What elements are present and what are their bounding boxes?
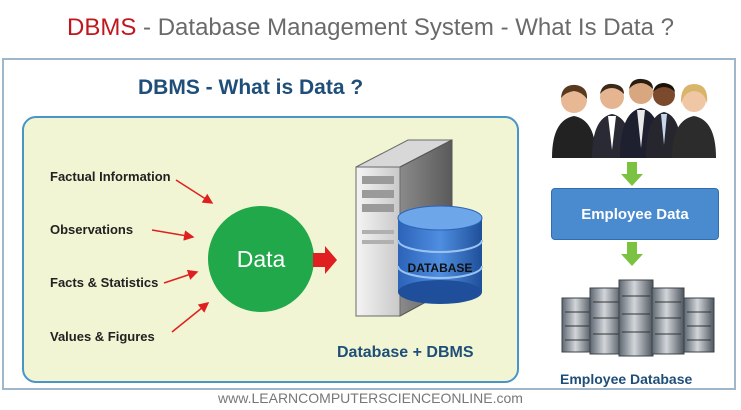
server-unit-3 xyxy=(618,279,654,357)
employee-database-caption: Employee Database xyxy=(560,371,693,387)
employee-person-5 xyxy=(672,84,716,158)
server-unit-5 xyxy=(683,297,715,353)
arrow-observations xyxy=(151,229,195,241)
employee-data-label: Employee Data xyxy=(581,205,689,223)
arrow-factual xyxy=(175,179,214,204)
server-unit-2 xyxy=(589,287,623,355)
data-circle: Data xyxy=(208,206,314,312)
employee-data-box: Employee Data xyxy=(551,188,719,240)
input-label-observations: Observations xyxy=(50,222,134,237)
page-title: DBMS - Database Management System - What… xyxy=(0,14,741,42)
flow-arrow-down-1 xyxy=(621,162,643,186)
arrow-facts xyxy=(163,269,199,284)
input-label-facts: Facts & Statistics xyxy=(50,275,159,290)
input-label-factual: Factual Information xyxy=(50,169,171,184)
title-rest: - Database Management System - What Is D… xyxy=(136,14,674,41)
input-label-values: Values & Figures xyxy=(50,329,155,344)
data-label: Data xyxy=(236,245,286,272)
footer-url: www.LEARNCOMPUTERSCIENCEONLINE.com xyxy=(218,390,523,406)
diagram-subtitle: DBMS - What is Data ? xyxy=(138,76,364,99)
database-label: DATABASE xyxy=(407,261,473,275)
employee-person-1 xyxy=(552,84,596,158)
server-unit-4 xyxy=(651,287,685,355)
database-caption: Database + DBMS xyxy=(337,344,474,361)
title-dbms: DBMS xyxy=(67,14,137,41)
database-cylinder-top xyxy=(397,205,483,231)
server-unit-1 xyxy=(561,297,593,353)
arrow-values xyxy=(171,302,210,333)
flow-arrow-down-2 xyxy=(621,242,643,266)
